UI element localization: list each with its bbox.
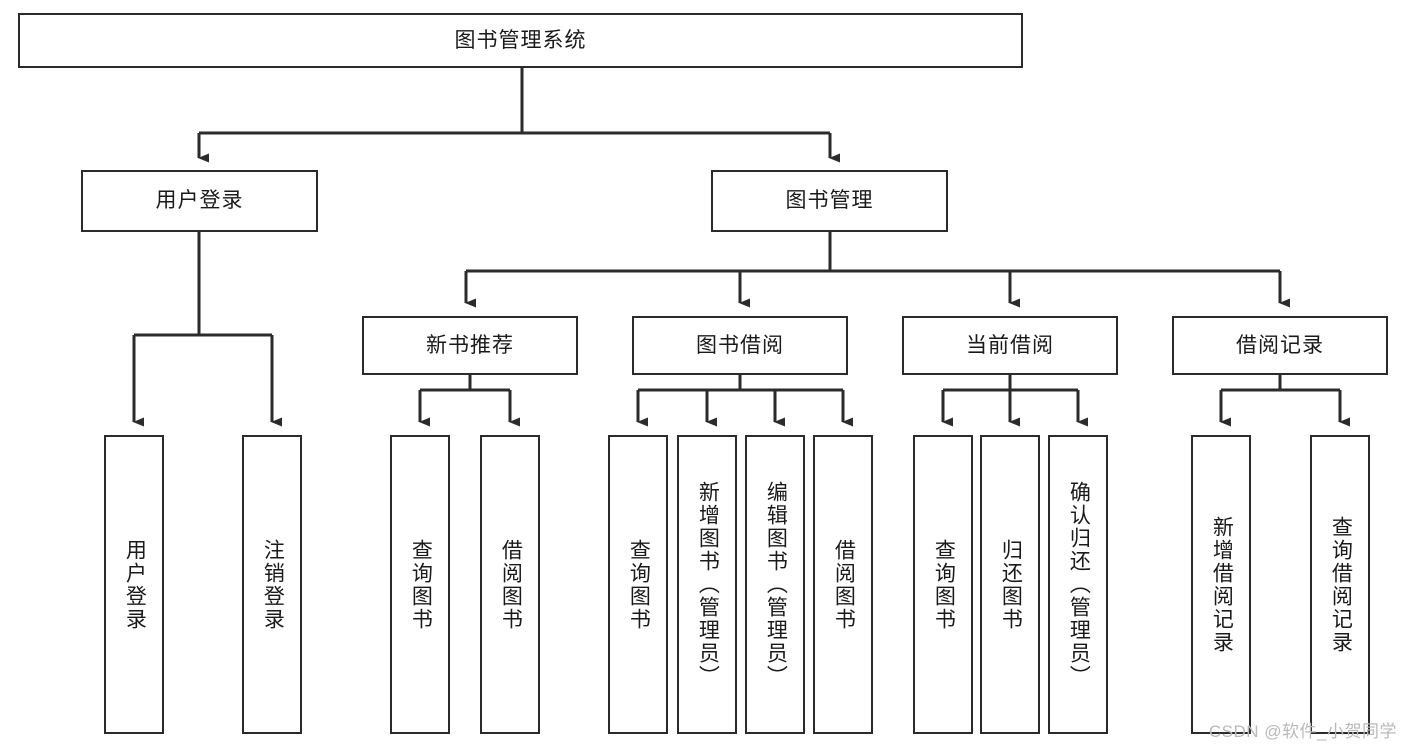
- node-leaf-logout-login[interactable]: 注销登录: [242, 435, 302, 734]
- csdn-watermark: CSDN @软件_小贺同学: [1208, 722, 1397, 741]
- node-leaf-query-book-3-label: 查询图书: [932, 538, 956, 631]
- node-new-book-recommend-label: 新书推荐: [426, 333, 514, 357]
- node-book-borrow[interactable]: 图书借阅: [632, 316, 848, 375]
- node-book-borrow-label: 图书借阅: [696, 333, 784, 357]
- node-leaf-edit-book-label: 编辑图书（管理员）: [764, 481, 788, 688]
- node-leaf-query-book-2[interactable]: 查询图书: [608, 435, 668, 734]
- node-leaf-return-book[interactable]: 归还图书: [980, 435, 1040, 734]
- node-leaf-query-book-1-label: 查询图书: [409, 538, 433, 631]
- node-leaf-add-record-label: 新增借阅记录: [1210, 515, 1234, 654]
- node-leaf-confirm-return-label: 确认归还（管理员）: [1067, 481, 1091, 688]
- node-leaf-query-book-1[interactable]: 查询图书: [390, 435, 450, 734]
- node-leaf-query-record[interactable]: 查询借阅记录: [1310, 435, 1370, 734]
- node-leaf-add-record[interactable]: 新增借阅记录: [1191, 435, 1251, 734]
- node-leaf-query-book-2-label: 查询图书: [627, 538, 651, 631]
- node-leaf-query-book-3[interactable]: 查询图书: [913, 435, 973, 734]
- node-borrow-record[interactable]: 借阅记录: [1172, 316, 1388, 375]
- node-leaf-confirm-return[interactable]: 确认归还（管理员）: [1048, 435, 1108, 734]
- node-leaf-user-login[interactable]: 用户登录: [104, 435, 164, 734]
- node-current-borrow[interactable]: 当前借阅: [902, 316, 1118, 375]
- node-root[interactable]: 图书管理系统: [18, 13, 1023, 68]
- node-leaf-user-login-label: 用户登录: [123, 538, 147, 631]
- node-new-book-recommend[interactable]: 新书推荐: [362, 316, 578, 375]
- node-leaf-query-record-label: 查询借阅记录: [1329, 515, 1353, 654]
- node-book-manage[interactable]: 图书管理: [711, 170, 948, 232]
- node-leaf-edit-book[interactable]: 编辑图书（管理员）: [745, 435, 805, 734]
- node-current-borrow-label: 当前借阅: [966, 333, 1054, 357]
- node-borrow-record-label: 借阅记录: [1236, 333, 1324, 357]
- node-book-manage-label: 图书管理: [785, 189, 874, 213]
- node-leaf-logout-login-label: 注销登录: [261, 538, 285, 631]
- node-leaf-return-book-label: 归还图书: [999, 538, 1023, 631]
- node-user-login-label: 用户登录: [155, 189, 244, 213]
- node-user-login[interactable]: 用户登录: [81, 170, 318, 232]
- node-leaf-borrow-book-2-label: 借阅图书: [832, 538, 856, 631]
- node-leaf-add-book[interactable]: 新增图书（管理员）: [677, 435, 737, 734]
- node-leaf-borrow-book-1[interactable]: 借阅图书: [480, 435, 540, 734]
- node-leaf-borrow-book-2[interactable]: 借阅图书: [813, 435, 873, 734]
- node-leaf-borrow-book-1-label: 借阅图书: [499, 538, 523, 631]
- node-leaf-add-book-label: 新增图书（管理员）: [696, 481, 720, 688]
- node-root-label: 图书管理系统: [454, 28, 587, 52]
